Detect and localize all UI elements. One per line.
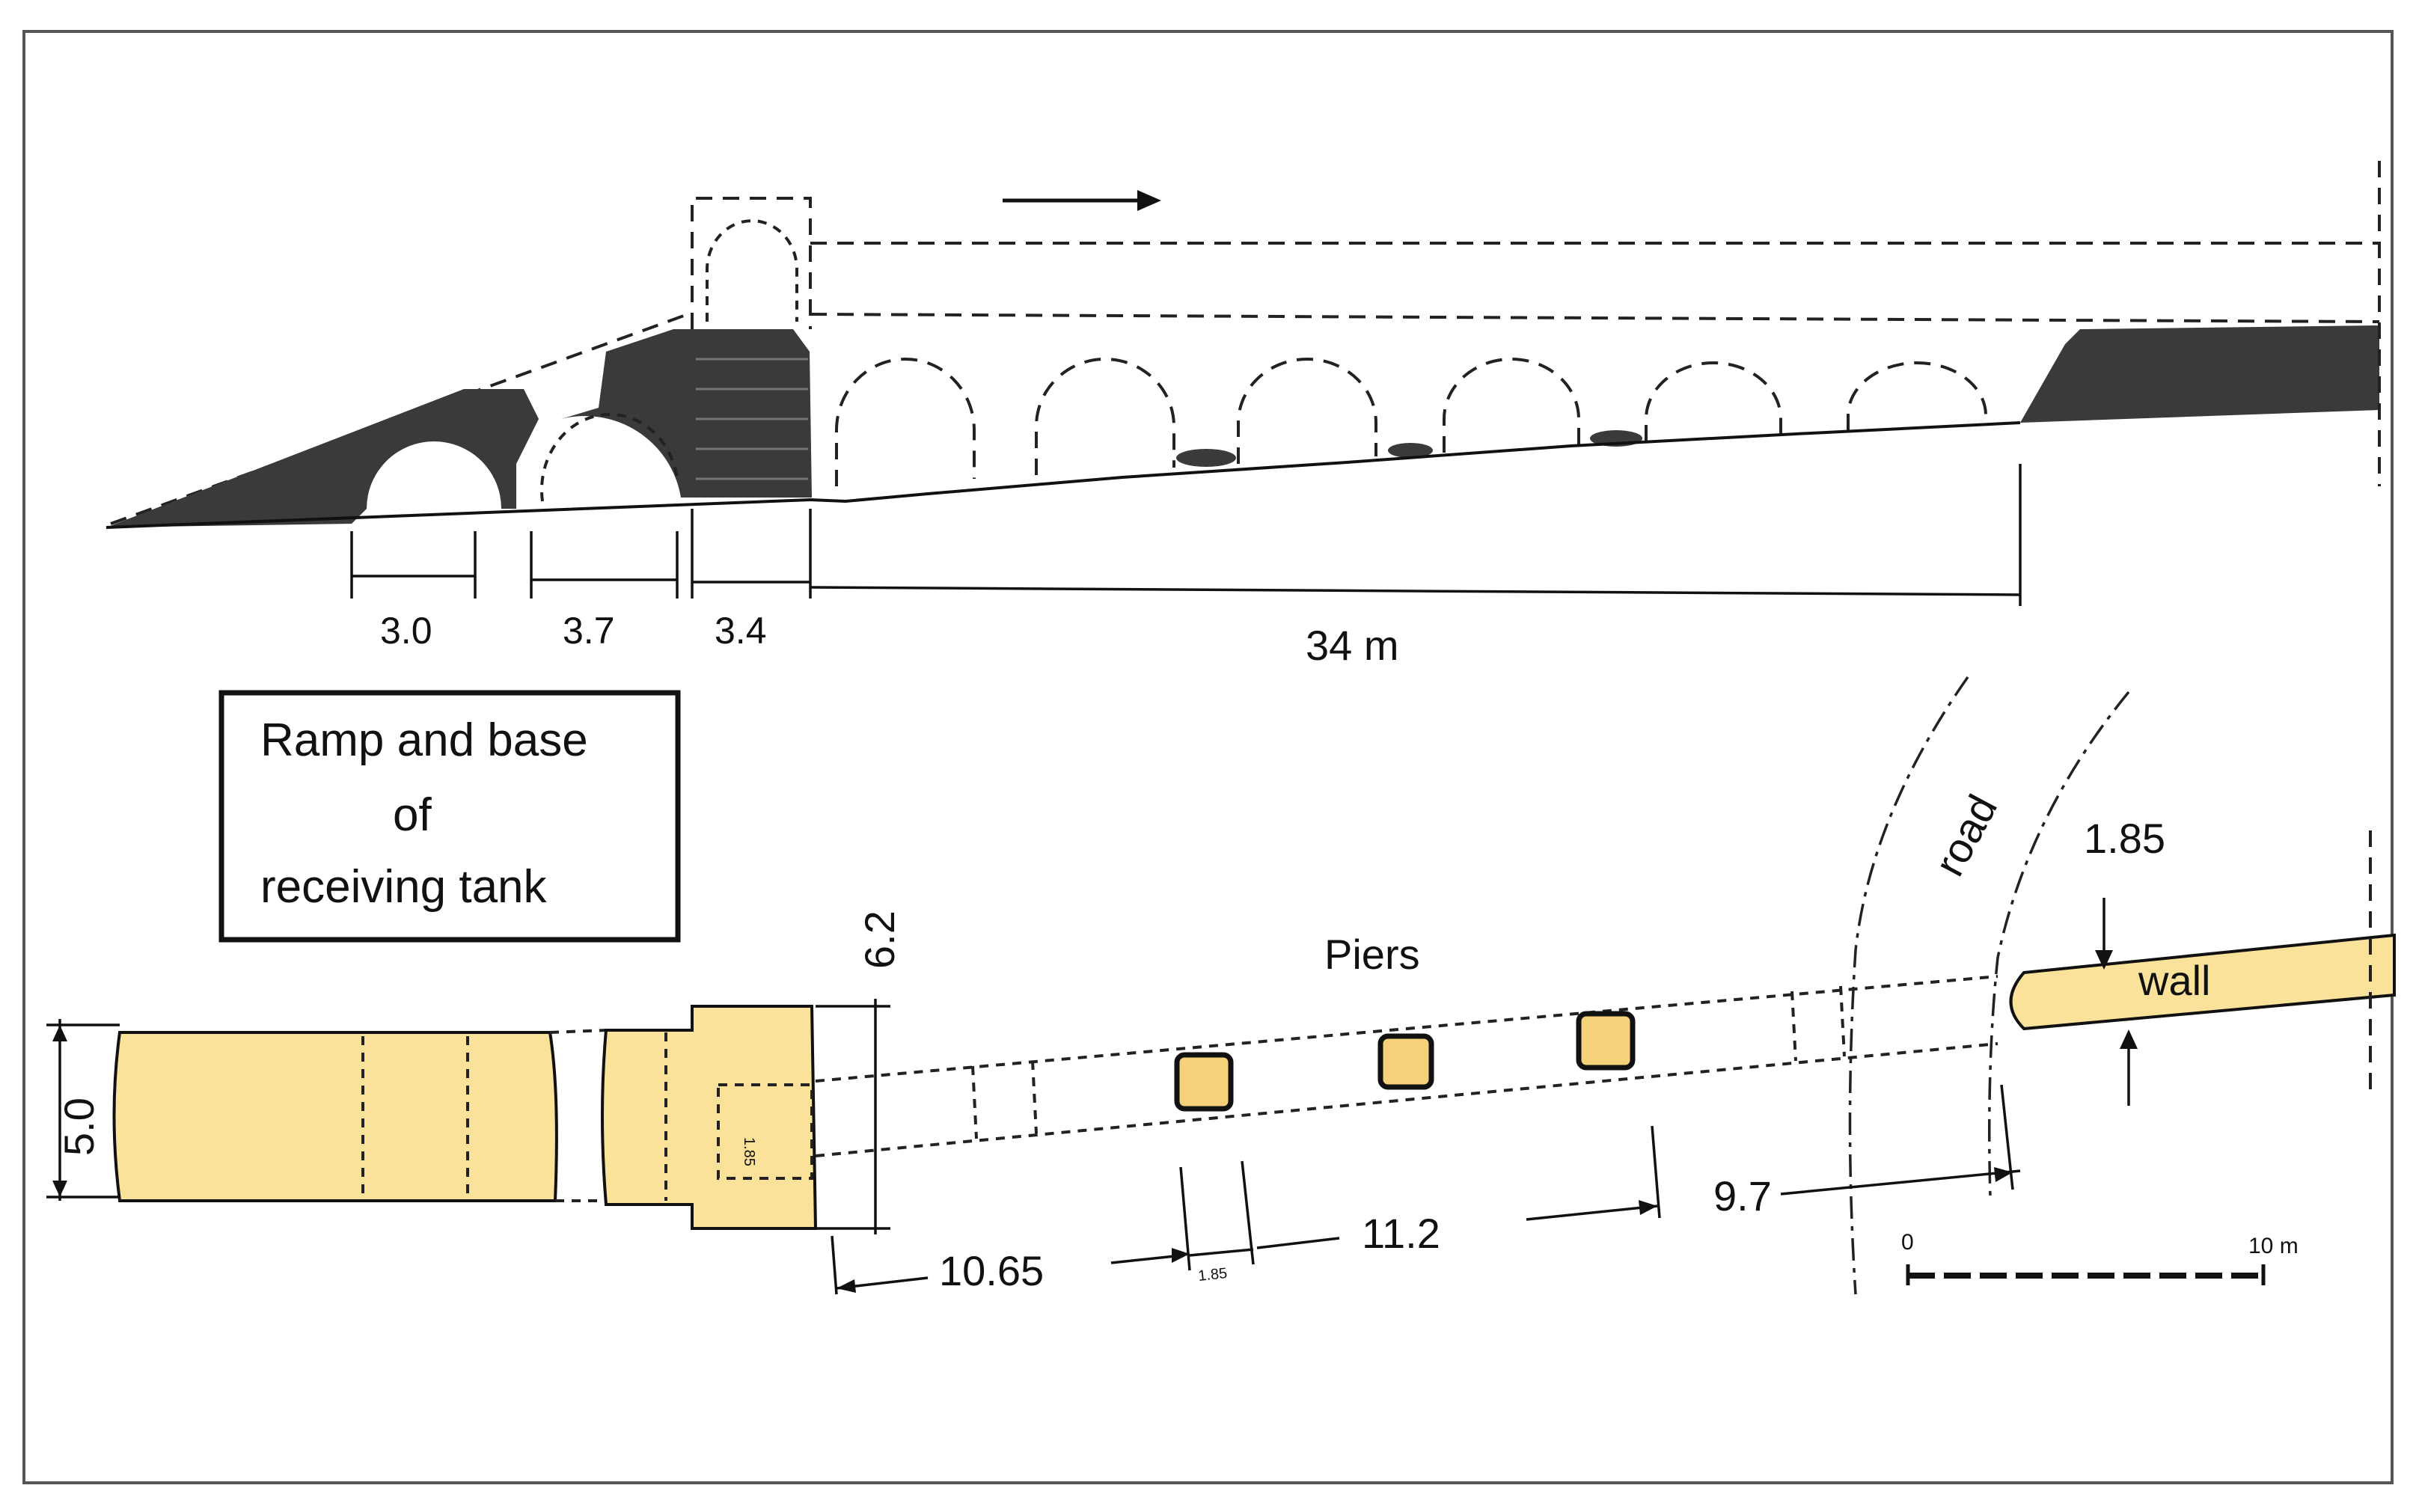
end-wall-masonry: [2020, 325, 2379, 423]
ramp-arch-dashed: [540, 412, 679, 502]
road-edge-left: [1848, 676, 1969, 1295]
legend-line-3: receiving tank: [260, 861, 548, 913]
pier-remnants: [1176, 430, 1642, 467]
width-base-dim: [816, 999, 890, 1234]
piers-plan: [1174, 1011, 1636, 1112]
tank-base-hatching: [696, 358, 808, 480]
elevation-view: 3.0 3.7 3.4 34 m: [105, 161, 2381, 669]
base-pier-size-label: 1.85: [741, 1137, 757, 1166]
span-1-label: 3.0: [380, 610, 432, 652]
ground-line: [105, 421, 2021, 529]
dist-3-label: 9.7: [1713, 1172, 1772, 1219]
legend-box: Ramp and base of receiving tank: [218, 690, 681, 943]
width-tank-label: 5.0: [55, 1098, 103, 1156]
scale-bar-end: 10 m: [2248, 1234, 2299, 1258]
wall-thickness-label: 1.85: [2084, 815, 2165, 862]
ramp-base-link-top: [549, 1029, 607, 1034]
span-2-label: 3.7: [563, 610, 615, 652]
channel-bottom-dashed: [810, 313, 2380, 323]
arcade-arches: [835, 358, 1987, 486]
span-total-label: 34 m: [1306, 622, 1399, 669]
tank-base-plan: 1.85: [601, 1005, 818, 1230]
pier-1: [1174, 1052, 1234, 1112]
elevation-dimension-lines: [350, 464, 2022, 606]
pier-1-size-label: 1.85: [1197, 1265, 1228, 1285]
scale-bar: [1906, 1264, 2266, 1285]
piers-label: Piers: [1324, 931, 1420, 978]
ramp-masonry: [106, 389, 539, 527]
pier-2: [1377, 1033, 1434, 1090]
ramp-plan: [112, 1031, 558, 1202]
dist-2-label: 11.2: [1362, 1210, 1440, 1257]
span-3-label: 3.4: [715, 610, 767, 652]
figure-frame: [22, 30, 2394, 1484]
tank-base-masonry: [692, 329, 812, 498]
ramp-upper-masonry: [561, 329, 696, 498]
width-base-label: 6.2: [856, 910, 903, 969]
width-tank-dim: [46, 1019, 120, 1201]
tank-tower-dashed: [691, 197, 812, 329]
legend-line-1: Ramp and base: [260, 714, 588, 766]
pier-spacing-dims: [831, 1084, 2021, 1295]
flow-direction-arrow: [1003, 190, 1161, 211]
tank-tower-arch: [706, 219, 798, 322]
pier-3: [1576, 1011, 1636, 1071]
dist-1-label: 10.65: [939, 1247, 1044, 1294]
channel-cross-dashes: [971, 985, 1846, 1139]
plan-view: 1.85 5.0 6.2: [46, 676, 2396, 1295]
scale-bar-start: 0: [1901, 1230, 1914, 1255]
wall-thickness-dim: [2095, 898, 2138, 1106]
wall-label: wall: [2138, 957, 2210, 1004]
legend-line-2: of: [393, 789, 432, 841]
road-edge-right: [1988, 691, 2130, 1198]
channel-plan-bottom: [815, 1042, 1998, 1157]
channel-plan-top: [815, 975, 1998, 1083]
wall-plan: [2009, 933, 2396, 1031]
road-label: road: [1925, 787, 2006, 884]
